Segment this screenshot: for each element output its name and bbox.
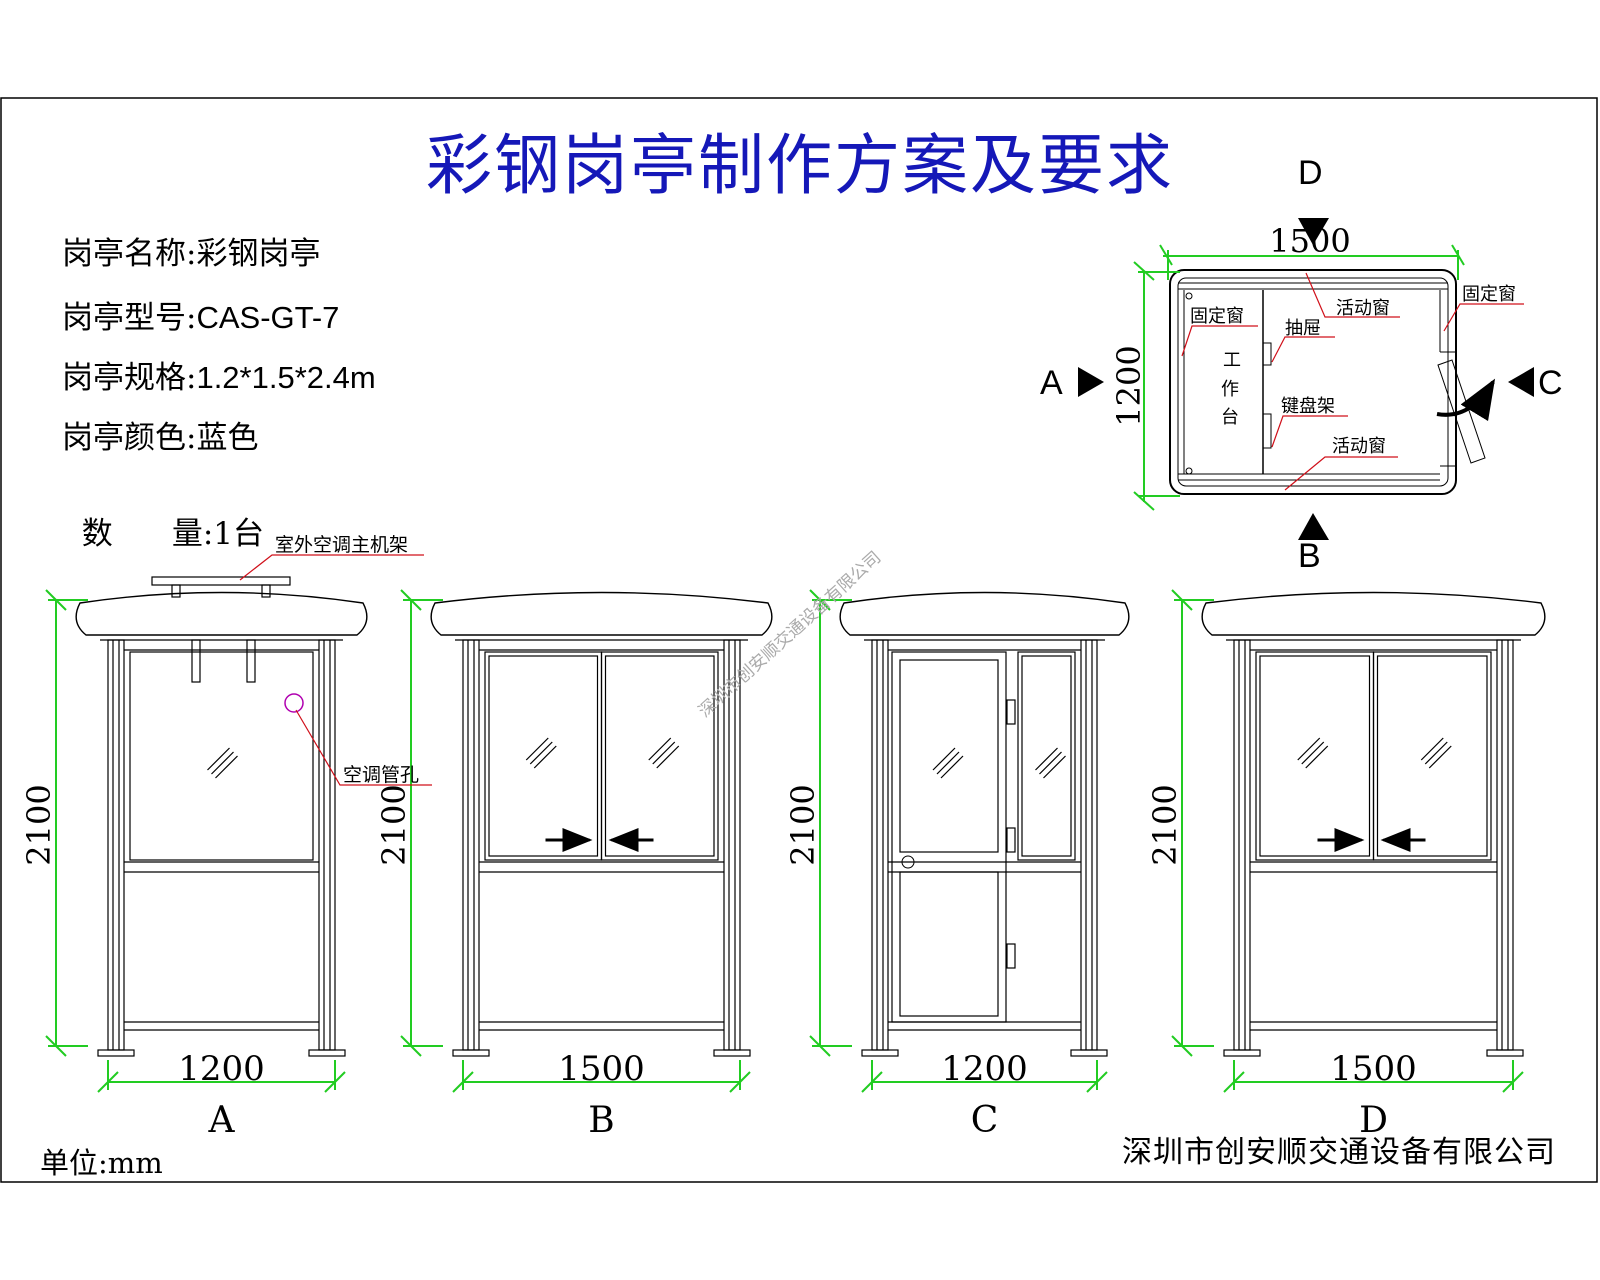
view-a-arrow-icon [1078,367,1104,397]
dims-d [1171,589,1524,1093]
plan-view-d-label: D [1298,154,1323,192]
view-label-a: A [208,1100,236,1141]
info-model-row: 岗亭型号:CAS-GT-7 [62,292,339,337]
view-b-arrow-icon [1298,513,1329,540]
plan-view-b-label: B [1298,537,1321,575]
label-desk-1: 工 [1223,350,1241,371]
plan-view: 1500 1200 固定窗 活动窗 抽屉 键盘架 活动窗 固定窗 工 作 台 [1078,218,1534,540]
roof-d [1201,591,1546,636]
dims-c [809,589,1108,1093]
roof-a [75,591,368,636]
info-qty-value: 1台 [213,516,265,552]
info-color-label: 岗亭颜色: [62,420,197,456]
info-spec-row: 岗亭规格:1.2*1.5*2.4m [62,352,376,397]
info-name-row: 岗亭名称:彩钢岗亭 [62,228,320,273]
ac-hole-icon [284,693,304,713]
view-label-d: D [1359,1100,1388,1141]
label-keyboard-rack: 键盘架 [1281,396,1335,417]
info-color-value: 蓝色 [196,420,259,456]
roof-c [839,591,1130,636]
label-fixed-window-right: 固定窗 [1462,284,1516,305]
label-desk-3: 台 [1221,407,1239,428]
sheet-border [0,97,1598,1183]
unit-label: 单位:mm [40,1146,163,1180]
roof-b [430,591,773,636]
info-name-value: 彩钢岗亭 [196,236,321,272]
label-ac-rack: 室外空调主机架 [275,534,408,556]
height-dim-d: 2100 [1146,784,1184,865]
height-dim-b: 2100 [375,784,413,865]
info-color-row: 岗亭颜色:蓝色 [62,412,258,457]
info-spec-label: 岗亭规格: [62,360,197,396]
info-model-label: 岗亭型号: [62,300,197,336]
label-drawer: 抽屉 [1285,318,1321,339]
info-qty-row: 数 量:1台 [62,472,264,553]
page-title: 彩钢岗亭制作方案及要求 [426,127,1174,204]
height-dim-a: 2100 [20,784,58,865]
door-handle-icon [901,855,915,869]
company-name: 深圳市创安顺交通设备有限公司 [1122,1135,1556,1170]
plan-depth-dim: 1200 [1110,345,1148,426]
width-dim-d: 1500 [1330,1049,1417,1089]
view-label-b: B [588,1100,614,1141]
height-dim-c: 2100 [784,784,822,865]
elevation-leaders [239,554,432,786]
label-sliding-window-bottom: 活动窗 [1332,436,1386,457]
width-dim-a: 1200 [178,1049,265,1089]
plan-view-c-label: C [1538,364,1563,402]
dims-b [400,589,751,1093]
width-dim-c: 1200 [941,1049,1028,1089]
view-c-arrow-icon [1508,367,1534,397]
dims-a [45,589,346,1093]
view-label-c: C [971,1100,999,1141]
plan-view-a-label: A [1040,364,1063,402]
label-sliding-window-top: 活动窗 [1336,298,1390,319]
label-desk-2: 作 [1221,379,1239,400]
info-model-value: CAS-GT-7 [196,300,340,335]
info-spec-value: 1.2*1.5*2.4m [196,360,376,395]
width-dim-b: 1500 [558,1049,645,1089]
label-fixed-window-left: 固定窗 [1190,306,1244,327]
view-d-arrow-icon [1298,218,1329,245]
info-qty-label: 数 量: [81,516,214,552]
label-ac-hole: 空调管孔 [343,764,419,786]
info-name-label: 岗亭名称: [62,236,197,272]
